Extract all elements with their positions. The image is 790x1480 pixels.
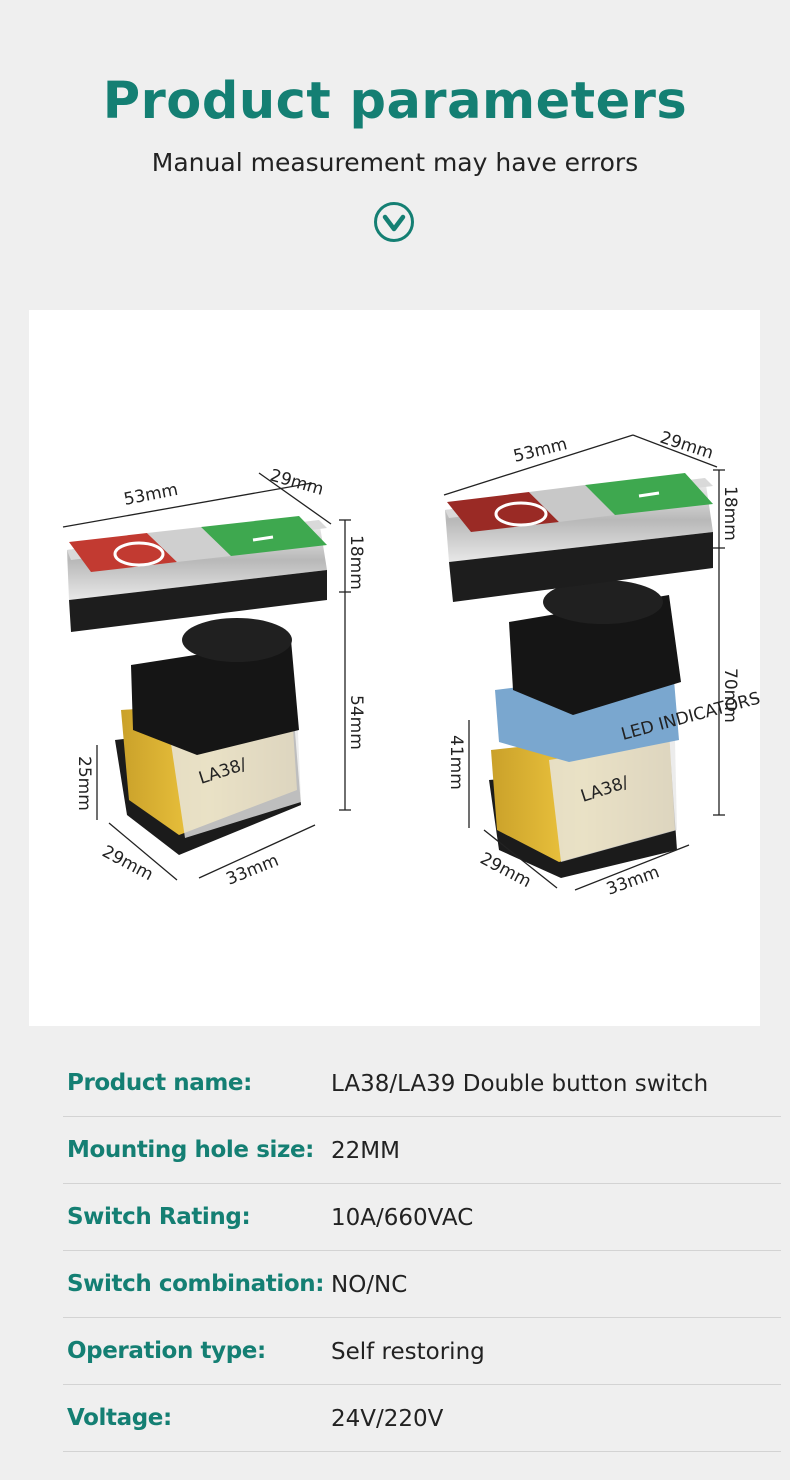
spec-row: Mounting hole size: 22MM <box>63 1117 781 1184</box>
spec-value: LA38/LA39 Double button switch <box>331 1071 709 1097</box>
spec-row: Operation type: Self restoring <box>63 1318 781 1385</box>
spec-row: Switch combination: NO/NC <box>63 1251 781 1318</box>
spec-value: Self restoring <box>331 1339 485 1365</box>
right-dim-base-width: 33mm <box>604 862 662 900</box>
right-dim-base-height: 41mm <box>446 735 466 790</box>
left-dim-depth: 29mm <box>268 466 326 500</box>
spec-label: Mounting hole size: <box>67 1137 314 1163</box>
spec-label: Product name: <box>67 1070 252 1096</box>
spec-value: NO/NC <box>331 1272 408 1298</box>
product-photo: LA38/ 53mm 29mm 18mm 54mm <box>29 310 760 1026</box>
spec-row: Voltage: 24V/220V <box>63 1385 781 1452</box>
chevron-down-circle-icon <box>374 202 414 242</box>
spec-label: Operation type: <box>67 1338 266 1364</box>
right-switch: LA38/ LED INDICATORS 53mm 29mm <box>443 428 760 900</box>
spec-row: Switch Rating: 10A/660VAC <box>63 1184 781 1251</box>
spec-value: 22MM <box>331 1138 400 1164</box>
right-dim-body-height: 70mm <box>720 668 740 723</box>
left-dim-base-height: 25mm <box>74 756 94 811</box>
right-dim-depth: 29mm <box>657 428 715 464</box>
spec-value: 10A/660VAC <box>331 1205 474 1231</box>
spec-value: 24V/220V <box>331 1406 444 1432</box>
spec-row: Product name: LA38/LA39 Double button sw… <box>63 1050 781 1117</box>
left-dim-base-width: 33mm <box>223 851 281 890</box>
page-title: Product parameters <box>102 72 688 131</box>
spec-table: Product name: LA38/LA39 Double button sw… <box>63 1050 781 1452</box>
left-switch: LA38/ 53mm 29mm 18mm 54mm <box>62 466 366 890</box>
left-dim-base-depth: 29mm <box>99 842 157 885</box>
spec-label: Switch Rating: <box>67 1204 251 1230</box>
right-dim-head-height: 18mm <box>720 486 740 541</box>
left-dim-body-height: 54mm <box>346 695 366 750</box>
left-dim-width: 53mm <box>122 480 180 510</box>
spec-label: Voltage: <box>67 1405 172 1431</box>
left-dim-head-height: 18mm <box>346 535 366 590</box>
spec-label: Switch combination: <box>67 1271 325 1297</box>
right-dim-width: 53mm <box>511 434 569 467</box>
page-subtitle: Manual measurement may have errors <box>151 148 639 177</box>
